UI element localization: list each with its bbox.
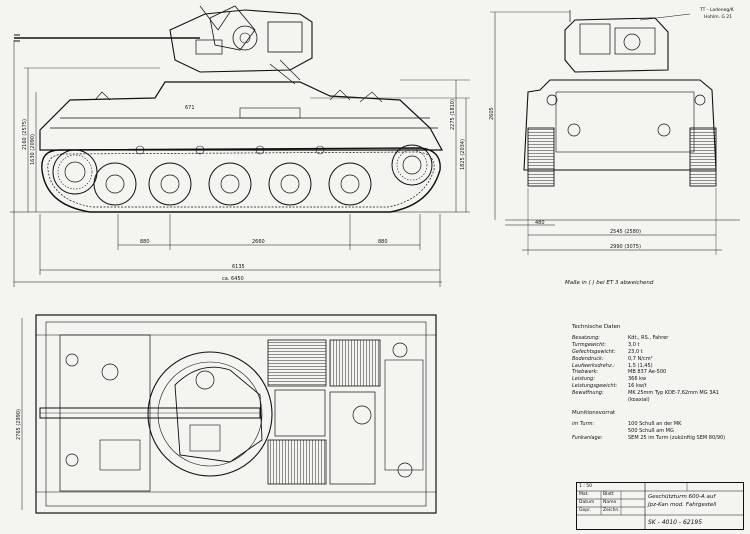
spec-key: Bodendruck:: [572, 355, 604, 362]
spec-value: 0,7 N/cm²: [628, 355, 653, 362]
dim-front-480: 480: [535, 220, 545, 226]
dim-front-track: 2545 (2580): [610, 229, 641, 235]
spec-value: 16 kw/t: [628, 383, 647, 390]
spec-value: 366 kw: [628, 376, 647, 383]
front-view: 480 2545 (2580) 2990 (3075) 2605: [489, 10, 740, 255]
spec-row: (koaxial): [572, 397, 748, 404]
spec-value: Kdt., RS., Fahrer: [628, 334, 669, 341]
dim-671: 671: [185, 105, 195, 111]
tb-r6: Zeichn.: [603, 508, 620, 513]
spec-row: Besatzung: Kdt., RS., Fahrer: [572, 335, 748, 342]
tb-number: SK - 4010 - 62195: [648, 519, 703, 526]
spec-value: MK 25mm Typ KDE-7,62mm MG 3A1: [628, 390, 719, 397]
tb-name-1: Geschützturm 600-A auf: [648, 494, 716, 500]
ammo-key: [572, 428, 628, 435]
dim-left-h1: 2160 (2575): [22, 119, 28, 150]
spec-row: Triebwerk: MB 837 Ae-500: [572, 369, 748, 376]
dim-880-right: 880: [378, 239, 388, 245]
plan-turret-ring: [147, 351, 273, 477]
tag-top-right-2: Hohlm. G 21: [704, 15, 733, 20]
tag-top-right-1: TT - Ladeneg/K: [700, 8, 734, 13]
specs-rows: Besatzung: Kdt., RS., Fahrer Turmgewicht:…: [572, 335, 748, 404]
title-block-grid: [577, 483, 743, 529]
road-wheels: [52, 144, 433, 206]
ammo-row: Funkanlage: SEM 25 im Turm (zukünftig SEM…: [572, 435, 748, 442]
dim-right-h1: 2275 (1810): [450, 99, 456, 130]
tb-r1: Mat.: [579, 492, 589, 497]
spec-value: 3,0 t: [628, 341, 640, 348]
side-view: 880 2660 880 6135 ca. 6450 671 2160 (257…: [10, 5, 470, 287]
ammo-title: Munitionsvorrat: [572, 409, 616, 416]
dim-front-height: 2605: [489, 107, 495, 120]
right-track-front: [689, 127, 717, 187]
spec-row: Leistung: 366 kw: [572, 376, 748, 383]
title-block: 1 : 50 Mat. Blatt Datum Name Gepr. Zeich…: [576, 482, 744, 530]
ammo-row: 500 Schuß am MG: [572, 428, 748, 435]
front-turret: [564, 17, 669, 73]
spec-value: 1,5 (1,45): [628, 362, 653, 369]
ammo-row: im Turm: 100 Schuß an der MK: [572, 421, 748, 428]
spec-key: Triebwerk:: [572, 369, 599, 376]
dim-2660: 2660: [252, 239, 265, 245]
spec-key: Turmgewicht:: [572, 341, 606, 348]
engine-grille-2: [329, 339, 381, 387]
ammo-key: Funkanlage:: [572, 434, 603, 441]
tb-scale: 1 : 50: [579, 484, 592, 489]
plan-hull-outline: [35, 314, 437, 514]
spec-row: Gefechtsgewicht: 23,0 t: [572, 349, 748, 356]
ammo-value: SEM 25 im Turm (zukünftig SEM 80/90): [628, 434, 726, 441]
spec-row: Leistungsgewicht: 16 kw/t: [572, 383, 748, 390]
engine-grille-1: [267, 339, 327, 387]
dim-left-h2: 1630 (2090): [30, 134, 36, 165]
ammo-key: im Turm:: [572, 420, 595, 427]
plan-view: 2765 (2990): [16, 314, 437, 514]
turret: [169, 9, 313, 73]
tb-r4: Name: [603, 500, 617, 505]
dim-plan-height: 2765 (2990): [16, 409, 22, 440]
spec-key: Besatzung:: [572, 334, 600, 341]
dim-right-h2: 1825 (2034): [460, 139, 466, 170]
spec-key: Bewaffnung:: [572, 390, 604, 397]
spec-key: Gefechtsgewicht:: [572, 348, 616, 355]
spec-key: Laufwerksdrehz.:: [572, 362, 615, 369]
dim-880-left: 880: [140, 239, 150, 245]
specs-title: Technische Daten: [572, 324, 621, 330]
tb-r2: Blatt: [603, 492, 614, 497]
dim-6135: 6135: [232, 264, 245, 270]
spec-key: Leistungsgewicht:: [572, 383, 618, 390]
ammo-value: 500 Schuß am MG: [628, 427, 674, 434]
spec-value: (koaxial): [628, 397, 650, 404]
ammo-value: 100 Schuß an der MK: [628, 420, 682, 427]
spec-row: Bewaffnung: MK 25mm Typ KDE-7,62mm MG 3A1: [572, 390, 748, 397]
dim-6450: ca. 6450: [222, 276, 244, 282]
technical-data-block: Technische Daten Besatzung: Kdt., RS., Fa…: [572, 324, 748, 442]
spec-key: [572, 397, 628, 404]
spec-row: Turmgewicht: 3,0 t: [572, 342, 748, 349]
tb-r3: Datum: [579, 500, 595, 505]
spec-value: MB 837 Ae-500: [628, 369, 667, 376]
dim-front-width: 2990 (3075): [610, 244, 641, 250]
tb-r5: Gepr.: [579, 508, 591, 513]
spec-row: Bodendruck: 0,7 N/cm²: [572, 356, 748, 363]
spec-key: Leistung:: [572, 376, 596, 383]
spec-value: 23,0 t: [628, 348, 643, 355]
drawing-note: Maße in ( ) bei ET 3 abweichend: [565, 280, 654, 286]
hull: [39, 81, 444, 151]
left-track-front: [527, 127, 555, 187]
engine-grille-3: [267, 439, 327, 485]
spec-row: Laufwerksdrehz.: 1,5 (1,45): [572, 363, 748, 370]
tb-name-2: Jpz-Kan mod. Fahrgestell: [648, 502, 717, 508]
